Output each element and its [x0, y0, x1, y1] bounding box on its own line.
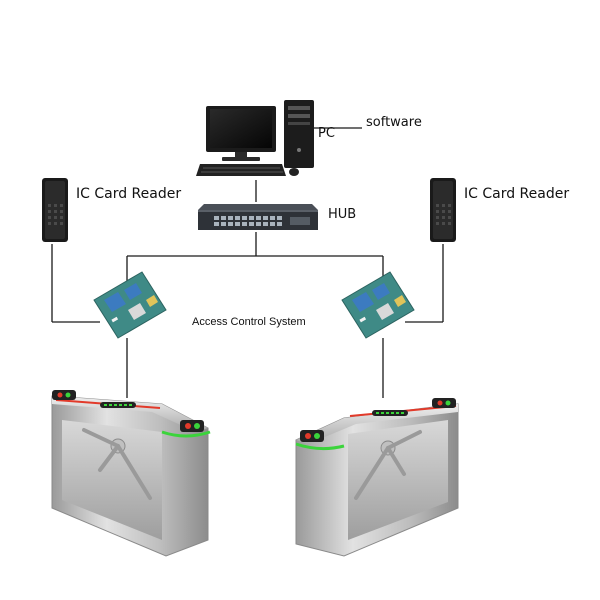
card-reader-icon	[430, 178, 456, 242]
monitor-icon	[206, 106, 276, 161]
card-reader-icon	[42, 178, 68, 242]
controller-board-icon	[341, 271, 415, 339]
software-label: software	[366, 115, 422, 130]
controller-board-icon	[93, 271, 167, 339]
pc-workstation	[196, 100, 314, 176]
tower-icon	[284, 100, 314, 168]
pc-label: PC	[318, 126, 335, 141]
switch-hub-icon	[198, 204, 318, 230]
reader-right-label: IC Card Reader	[464, 186, 570, 202]
mouse-icon	[289, 168, 299, 176]
tripod-turnstile-icon	[295, 398, 459, 557]
hub-label: HUB	[328, 207, 357, 222]
keyboard-icon	[196, 164, 286, 176]
access-control-label: Access Control System	[192, 316, 306, 328]
connection-lines	[51, 127, 444, 398]
reader-left-label: IC Card Reader	[76, 186, 182, 202]
tripod-turnstile-icon	[51, 390, 211, 557]
